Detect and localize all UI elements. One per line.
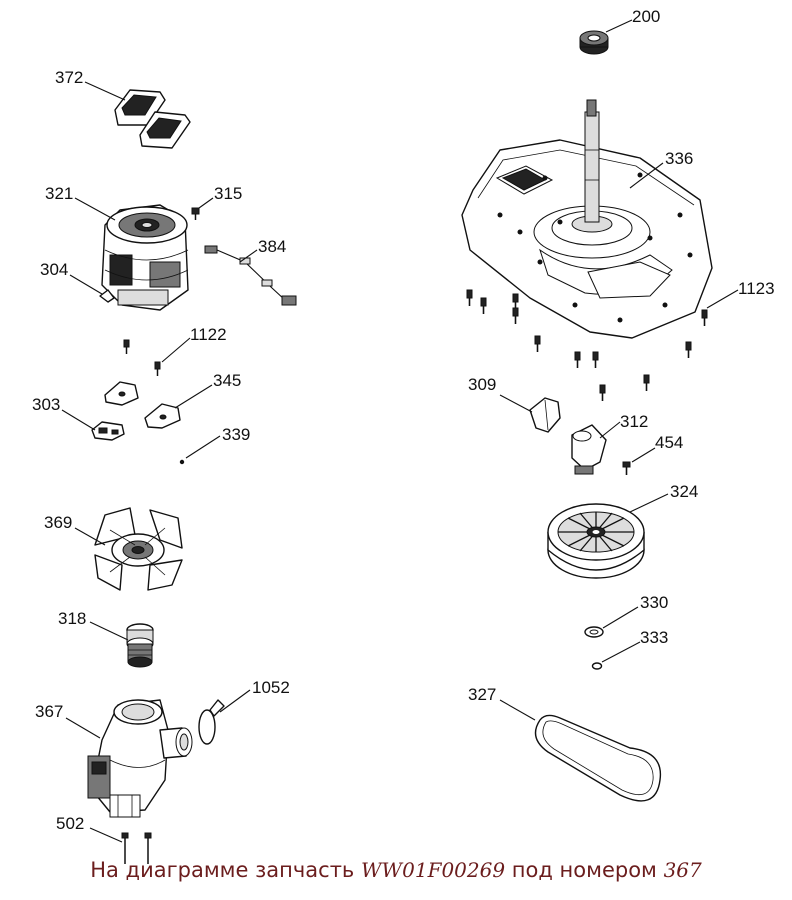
leader-454 xyxy=(631,447,656,463)
label-200: 200 xyxy=(632,7,660,26)
part-336-bearing-plate[interactable] xyxy=(461,99,713,339)
part-327-drive-belt[interactable] xyxy=(534,714,662,802)
part-309-bracket[interactable] xyxy=(529,397,561,433)
leader-324 xyxy=(629,493,669,513)
part-321-motor[interactable] xyxy=(101,204,189,311)
label-318: 318 xyxy=(58,609,86,628)
label-327: 327 xyxy=(468,685,496,704)
leader-200 xyxy=(605,19,633,33)
caption-prefix: На диаграмме запчасть xyxy=(90,858,355,882)
label-1122: 1122 xyxy=(190,325,227,344)
caption-suffix: под номером xyxy=(511,858,657,882)
leader-336 xyxy=(629,162,664,189)
part-1123-screws[interactable] xyxy=(466,289,708,401)
part-315-screw[interactable] xyxy=(191,207,200,220)
part-333-o-ring[interactable] xyxy=(591,662,603,670)
part-502-screws[interactable] xyxy=(121,832,152,864)
label-502: 502 xyxy=(56,814,84,833)
leader-312 xyxy=(599,421,621,439)
label-345: 345 xyxy=(213,371,241,390)
label-372: 372 xyxy=(55,68,83,87)
label-384: 384 xyxy=(258,237,286,256)
part-304-clip[interactable] xyxy=(99,289,115,303)
leader-315 xyxy=(198,197,214,209)
leader-303 xyxy=(61,409,96,431)
leader-369 xyxy=(74,527,106,546)
label-333: 333 xyxy=(640,628,668,647)
part-318-filter[interactable] xyxy=(126,623,154,668)
leader-333 xyxy=(601,641,641,663)
leader-318 xyxy=(89,621,129,641)
leader-502 xyxy=(89,827,123,843)
label-304: 304 xyxy=(40,260,68,279)
leader-327 xyxy=(499,699,536,721)
leader-384 xyxy=(239,249,258,263)
label-336: 336 xyxy=(665,149,693,168)
label-324: 324 xyxy=(670,482,698,501)
leader-339 xyxy=(185,435,221,459)
part-1052-clamp[interactable] xyxy=(198,699,225,745)
label-321: 321 xyxy=(45,184,73,203)
leader-1052 xyxy=(219,689,251,713)
leader-309 xyxy=(499,394,533,413)
part-372-brush-holders[interactable] xyxy=(114,89,191,149)
leader-1122 xyxy=(161,337,191,363)
label-367: 367 xyxy=(35,702,63,721)
label-330: 330 xyxy=(640,593,668,612)
part-312-sensor[interactable] xyxy=(571,424,607,475)
label-339: 339 xyxy=(222,425,250,444)
part-384-wire-harness[interactable] xyxy=(204,245,297,306)
label-312: 312 xyxy=(620,412,648,431)
leader-367 xyxy=(65,717,101,739)
part-1122-screws[interactable] xyxy=(123,339,161,376)
leader-330 xyxy=(602,606,639,629)
label-309: 309 xyxy=(468,375,496,394)
label-1052: 1052 xyxy=(252,678,290,697)
part-454-screw[interactable] xyxy=(622,461,631,475)
part-330-washer[interactable] xyxy=(584,626,604,638)
part-345-brackets[interactable] xyxy=(104,381,181,429)
label-454: 454 xyxy=(655,433,683,452)
part-339-washer[interactable] xyxy=(179,459,185,465)
label-315: 315 xyxy=(214,184,242,203)
caption-part-code: WW01F00269 xyxy=(361,858,506,882)
part-324-pulley[interactable] xyxy=(547,503,645,579)
leader-321 xyxy=(74,197,116,221)
caption-part-number: 367 xyxy=(663,858,702,882)
label-303: 303 xyxy=(32,395,60,414)
label-1123: 1123 xyxy=(738,279,775,298)
leader-345 xyxy=(174,384,213,409)
part-200-nut[interactable] xyxy=(579,30,609,55)
leader-1123 xyxy=(706,289,739,309)
part-369-fan[interactable] xyxy=(94,507,183,591)
part-caption: На диаграмме запчасть WW01F00269 под ном… xyxy=(0,858,792,882)
leader-304 xyxy=(69,274,103,295)
leader-372 xyxy=(84,81,126,101)
part-303-clamp[interactable] xyxy=(91,421,125,441)
label-369: 369 xyxy=(44,513,72,532)
part-367-drain-pump[interactable] xyxy=(87,699,193,818)
